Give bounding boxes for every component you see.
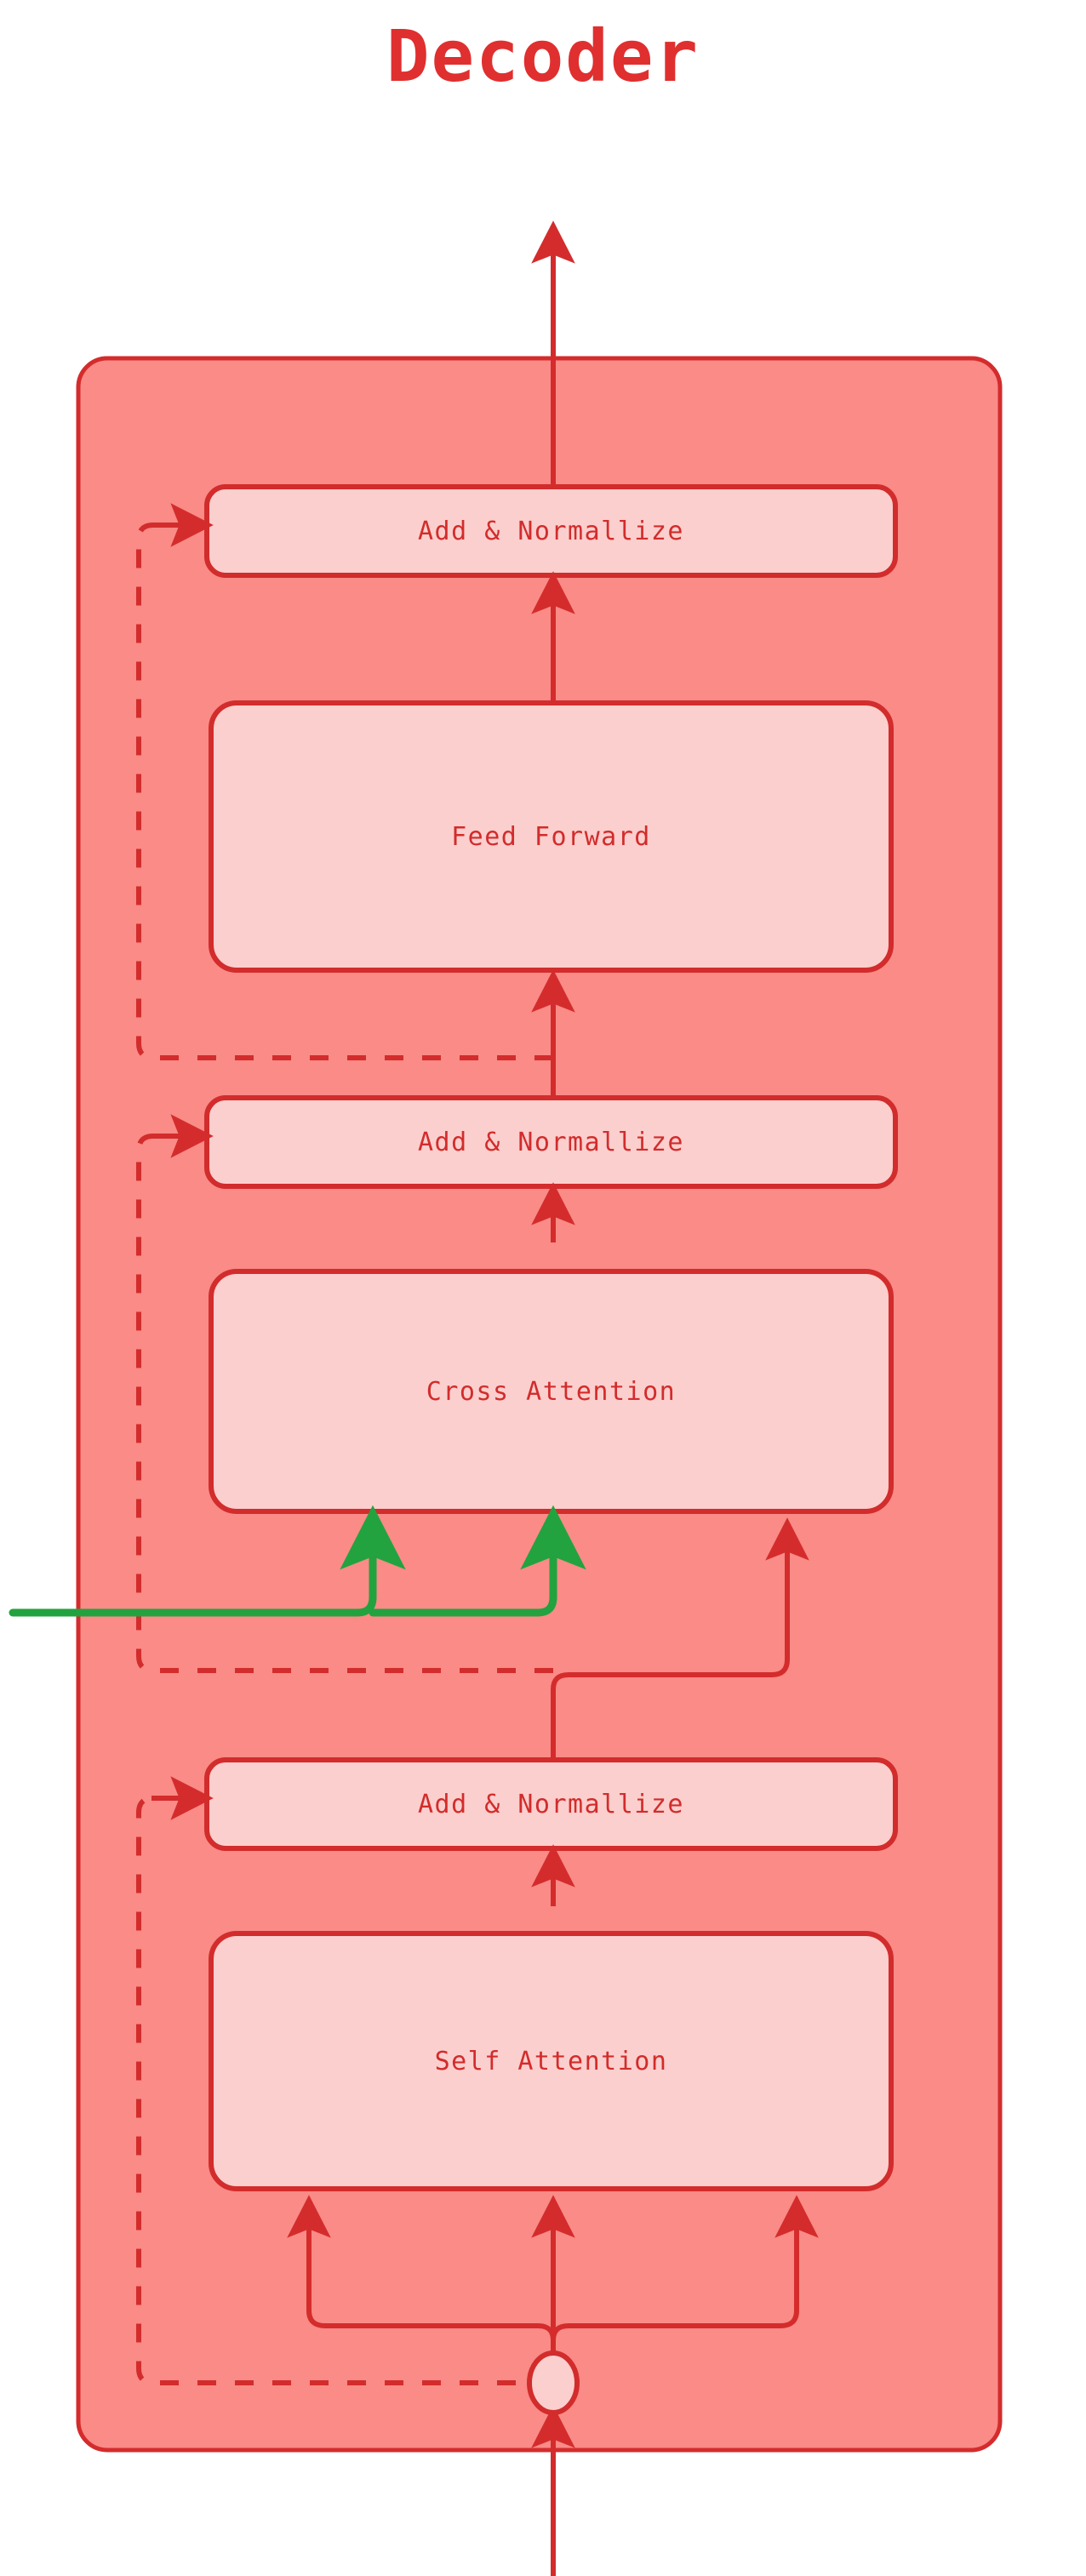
block-add-norm-middle[interactable] [204,1095,898,1189]
arrow-node-to-selfattention-value [551,2195,819,2357]
encoder-output-green-line [9,1505,406,1617]
block-add-norm-bottom[interactable] [204,1757,898,1851]
residual-skip-cross-attention [136,1134,553,1673]
block-feed-forward[interactable] [209,700,894,973]
encoder-output-green-branch [369,1505,586,1617]
block-add-norm-top[interactable] [204,484,898,578]
arrow-addnorm-bottom-to-cross-attention [551,1517,809,1760]
block-self-attention[interactable] [209,1931,894,2191]
residual-skip-feed-forward [136,523,553,1060]
page-title: Decoder [386,14,700,98]
positional-embedding-node[interactable] [527,2350,580,2415]
block-cross-attention[interactable] [209,1269,894,1514]
